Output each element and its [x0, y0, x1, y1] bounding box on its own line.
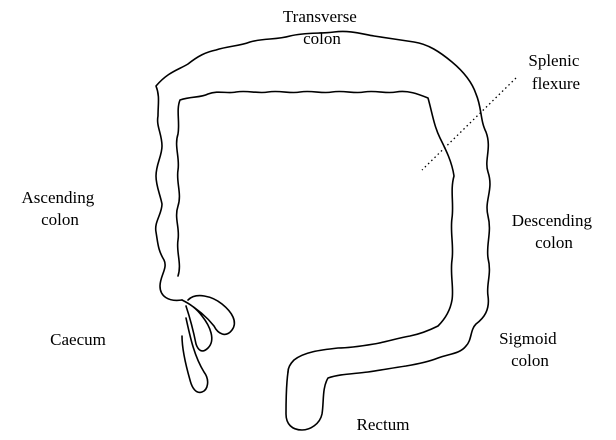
colon-outer-wall	[156, 31, 490, 430]
colon-inner-wall	[177, 91, 454, 372]
label-caecum: Caecum	[50, 330, 106, 349]
label-descending-colon: Descending colon	[512, 211, 597, 252]
label-sigmoid-colon: Sigmoid colon	[499, 329, 561, 370]
splenic-flexure-leader	[422, 78, 516, 170]
label-rectum: Rectum	[357, 415, 410, 434]
appendix-outline	[182, 296, 234, 351]
label-ascending-colon: Ascending colon	[22, 188, 99, 229]
caecum-tail-outline	[182, 318, 208, 392]
label-transverse-colon: Transverse colon	[283, 7, 361, 48]
label-splenic-flexure: Splenic flexure	[528, 51, 583, 93]
